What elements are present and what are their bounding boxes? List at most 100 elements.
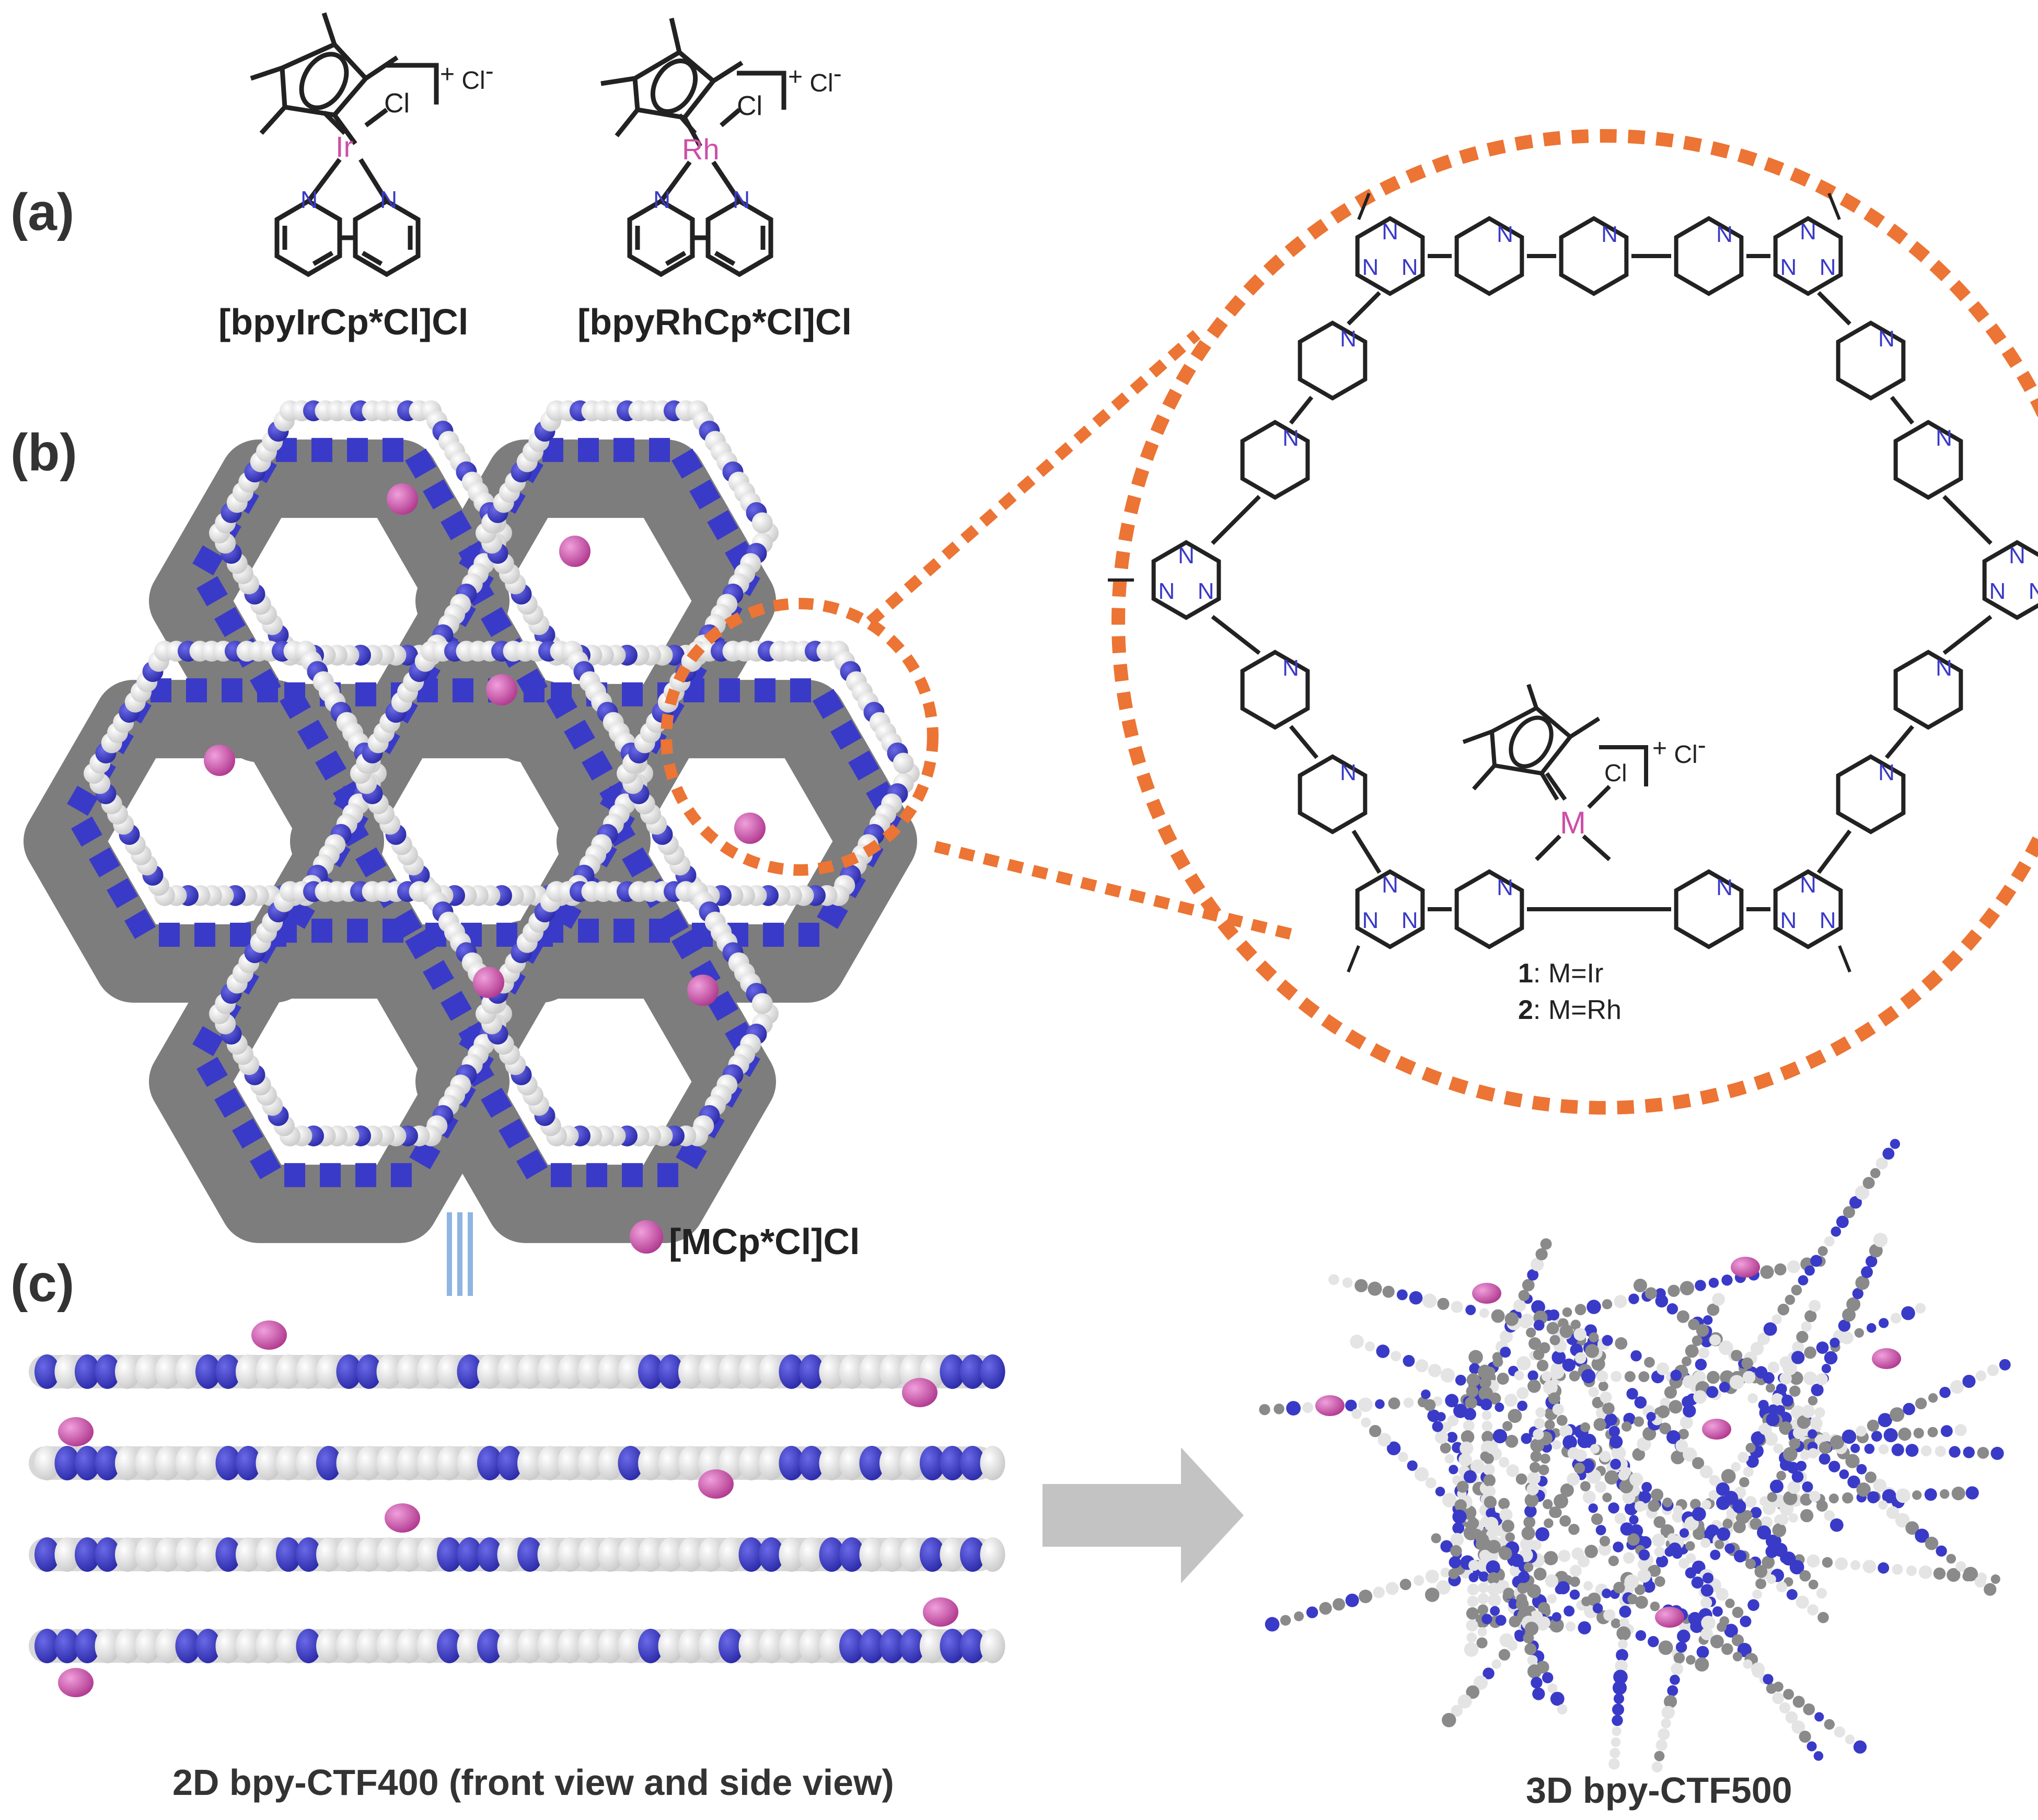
framework-atom (1862, 1560, 1877, 1573)
framework-atom (1712, 1293, 1725, 1306)
layer-atom (779, 1629, 804, 1663)
framework-atom (1608, 1425, 1620, 1438)
legend-metal-label: [MCp*Cl]Cl (669, 1221, 860, 1262)
layer-atom (738, 1446, 764, 1480)
layer-atom (95, 1446, 120, 1480)
framework-atom (1543, 1380, 1558, 1395)
framework-atom (1615, 1337, 1628, 1350)
framework-atom (1856, 1464, 1867, 1475)
layer-atom (638, 1629, 663, 1663)
layer-atom (236, 1629, 261, 1663)
framework-atom (1449, 1556, 1461, 1569)
framework-atom (1828, 1460, 1840, 1473)
layer-atom (356, 1537, 381, 1572)
framework-3d-model (1259, 1139, 2011, 1772)
framework-atom (1600, 1391, 1612, 1404)
aromatic-ring (1240, 420, 1310, 500)
framework-atom (1949, 1446, 1961, 1458)
bond (1347, 291, 1381, 326)
framework-atom (1540, 1453, 1550, 1464)
layer-atom (54, 1354, 80, 1389)
layer-atom (155, 1537, 180, 1572)
nitrogen-label: N (1402, 254, 1418, 280)
nitrogen-label: N (1878, 326, 1895, 352)
framework-atom (1518, 1571, 1530, 1583)
framework-atom (1990, 1446, 2004, 1460)
framework-atom (1509, 1615, 1521, 1628)
framework-atom (1657, 1405, 1670, 1418)
framework-atom (1535, 1248, 1548, 1260)
framework-atom (1742, 1510, 1753, 1521)
aromatic-ring (1355, 869, 1425, 949)
nitrogen-label: N (1716, 875, 1733, 900)
framework-atom (1724, 1491, 1739, 1505)
layer-atom (517, 1537, 542, 1572)
framework-atom (1804, 1310, 1817, 1323)
framework-atom (1890, 1407, 1905, 1422)
framework-atom (1596, 1370, 1608, 1383)
layer-atom (799, 1354, 824, 1389)
framework-atom (1741, 1357, 1753, 1370)
framework-atom (1581, 1596, 1591, 1607)
framework-atom (1533, 1429, 1544, 1440)
framework-atom (1653, 1516, 1666, 1528)
framework-atom (1873, 1478, 1887, 1492)
framework-atom (1620, 1522, 1634, 1536)
bond (1884, 725, 1915, 759)
layer-atom (416, 1537, 442, 1572)
metal-complex-sphere (58, 1417, 94, 1446)
framework-atom (1403, 1354, 1415, 1367)
framework-atom (1760, 1265, 1774, 1279)
metal-complex-sphere (1872, 1348, 1901, 1369)
framework-atom (1842, 1429, 1857, 1444)
framework-atom (1425, 1587, 1440, 1602)
framework-atom (1448, 1568, 1460, 1579)
metal-complex-sphere (1731, 1257, 1760, 1278)
framework-atom (1685, 1541, 1695, 1551)
layer-atom (678, 1629, 703, 1663)
framework-atom (1740, 1616, 1752, 1627)
framework-atom (1905, 1444, 1919, 1457)
framework-atom (1829, 1338, 1840, 1348)
framework-atom (1875, 1157, 1888, 1170)
layer-atom (54, 1446, 80, 1480)
framework-atom (1984, 1583, 1997, 1596)
framework-atom (1265, 1617, 1280, 1632)
framework-atom (1802, 1481, 1813, 1492)
framework-atom (1543, 1499, 1553, 1510)
framework-atom (1821, 1364, 1831, 1374)
legend-metal-sphere (630, 1220, 663, 1254)
framework-atom (1382, 1285, 1395, 1298)
framework-atom (1550, 1691, 1565, 1706)
framework-atom (1847, 1475, 1860, 1489)
layer-atom (980, 1354, 1005, 1389)
framework-atom (1716, 1587, 1729, 1601)
framework-atom (1652, 1533, 1665, 1547)
framework-atom (1499, 1330, 1513, 1343)
layer-atom (719, 1629, 744, 1663)
nitrogen-label: N (1497, 222, 1513, 247)
nitrogen-label: N (1820, 908, 1836, 933)
framework-atom (1627, 1594, 1638, 1605)
framework-atom (1504, 1312, 1519, 1326)
framework-atom (1623, 1552, 1635, 1564)
framework-atom (1704, 1528, 1714, 1538)
framework-atom (1590, 1444, 1600, 1454)
framework-atom (1440, 1442, 1451, 1454)
framework-atom (1708, 1278, 1719, 1288)
framework-atom (1667, 1685, 1678, 1697)
framework-atom (1466, 1385, 1479, 1398)
layer-atom (920, 1537, 945, 1572)
framework-atom (1399, 1579, 1411, 1591)
framework-atom (1440, 1567, 1451, 1578)
framework-atom (1757, 1525, 1771, 1540)
framework-atom (1817, 1612, 1829, 1624)
framework-atom (1801, 1405, 1815, 1418)
framework-atom (1505, 1434, 1519, 1448)
layer-atom (598, 1354, 623, 1389)
layer-atom (336, 1629, 362, 1663)
framework-atom (1562, 1307, 1572, 1317)
aromatic-ring (1836, 754, 1906, 834)
framework-atom (1663, 1695, 1677, 1708)
